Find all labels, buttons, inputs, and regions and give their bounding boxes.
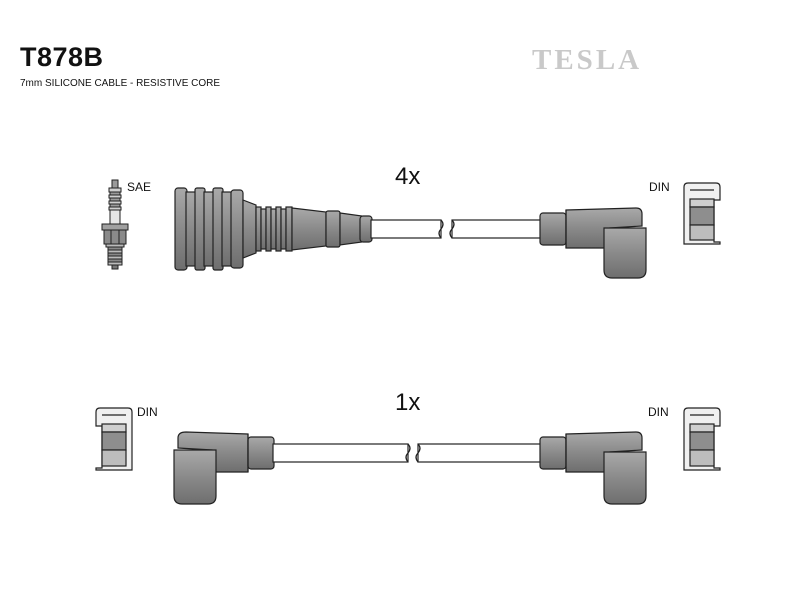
brand-logo: TESLA [532,44,643,76]
angled-distributor-boot-top [539,207,647,279]
din-terminal-label-bottom-right: DIN [648,405,669,419]
top-lead-quantity: 4x [395,163,421,190]
top-lead [174,182,721,279]
angled-distributor-boot-bottom-right [539,431,647,505]
sae-terminal-label: SAE [127,180,152,194]
din-terminal-icon-bottom-left [95,407,133,471]
din-terminal-label-top-right: DIN [649,180,670,194]
cable-description: 7mm SILICONE CABLE - RESISTIVE CORE [20,78,221,89]
angled-distributor-boot-bottom-left [173,431,275,505]
din-terminal-icon-top-right [683,182,721,245]
top-cable [370,219,543,239]
part-number-title: T878B [20,42,104,72]
din-terminal-label-bottom-left: DIN [137,405,158,419]
bottom-cable [272,443,543,463]
bottom-lead [95,407,721,505]
bottom-lead-quantity: 1x [395,389,421,416]
spark-plug-icon [101,179,129,270]
din-terminal-icon-bottom-right [683,407,721,471]
straight-plug-boot [174,187,373,271]
